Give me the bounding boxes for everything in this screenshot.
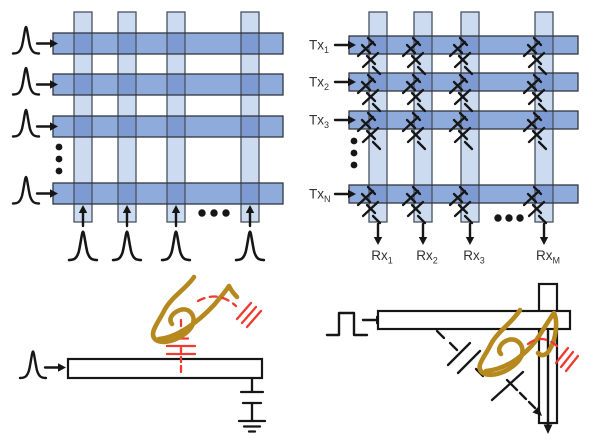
gaussian-pulse-icon xyxy=(18,350,48,380)
electrode-overlap-cells xyxy=(74,33,259,204)
square-pulse-icon xyxy=(325,311,369,337)
rx-label: Rx1 xyxy=(371,248,393,266)
rx-arrow-icon xyxy=(417,222,429,247)
gaussian-pulse-icon xyxy=(234,230,266,262)
column-ellipsis-icon xyxy=(494,214,524,222)
finger-rx-capacitor-icon xyxy=(490,370,542,416)
body-ground-icon xyxy=(554,346,580,373)
rx-arrow-icon xyxy=(538,222,550,247)
coupling-arrowhead-icon xyxy=(532,406,542,416)
column-ellipsis-icon xyxy=(198,209,230,217)
electrode-bar xyxy=(66,357,264,380)
tx-drive-arrows xyxy=(333,39,358,200)
rx-label: Rx2 xyxy=(416,248,438,266)
tx-label: Tx3 xyxy=(309,113,329,131)
tx-finger-capacitor-icon xyxy=(435,329,485,378)
earth-ground-icon xyxy=(237,376,267,433)
rx-arrow-icon xyxy=(372,222,384,247)
rx-arrow-icon xyxy=(464,222,476,247)
body-ground-path xyxy=(526,337,559,348)
finger-icon xyxy=(150,274,240,345)
rx-label: RxM xyxy=(536,248,560,266)
panel-mutual-capacitance-grid: Tx1 Tx2 Tx3 TxN Rx1 Rx2 Rx3 RxM xyxy=(309,11,579,266)
gaussian-pulse-icon xyxy=(11,108,41,138)
gaussian-pulse-icon xyxy=(11,25,41,55)
rx-labels: Rx1 Rx2 Rx3 RxM xyxy=(371,248,560,266)
gaussian-pulse-icon xyxy=(111,230,143,262)
tx-label: Tx1 xyxy=(309,38,329,56)
tx-electrode-bar xyxy=(376,309,572,331)
row-ellipsis-icon xyxy=(55,143,63,175)
gaussian-pulse-icon xyxy=(160,230,192,262)
body-ground-path xyxy=(196,295,238,308)
tx-label: Tx2 xyxy=(309,75,329,93)
row-ellipsis-icon xyxy=(350,137,358,169)
gaussian-pulse-icon xyxy=(11,175,41,205)
rx-output-arrow-icon xyxy=(543,329,553,434)
drive-arrow-icon xyxy=(43,362,68,373)
body-ground-icon xyxy=(235,301,263,329)
gaussian-pulse-icon xyxy=(67,230,99,262)
finger-icon xyxy=(477,307,559,378)
electrode-overlap-cells xyxy=(369,36,553,203)
tx-label: TxN xyxy=(309,187,331,205)
gaussian-pulse-icon xyxy=(11,66,41,96)
panel-self-capacitance-grid xyxy=(11,11,284,262)
rx-label: Rx3 xyxy=(463,248,485,266)
diagram-mutual-capacitance-principle xyxy=(325,282,580,434)
row-pulse-icons xyxy=(11,25,60,205)
tx-labels: Tx1 Tx2 Tx3 TxN xyxy=(309,38,331,205)
rx-sense-arrows xyxy=(372,222,550,247)
diagram-self-capacitance-principle xyxy=(18,274,267,433)
